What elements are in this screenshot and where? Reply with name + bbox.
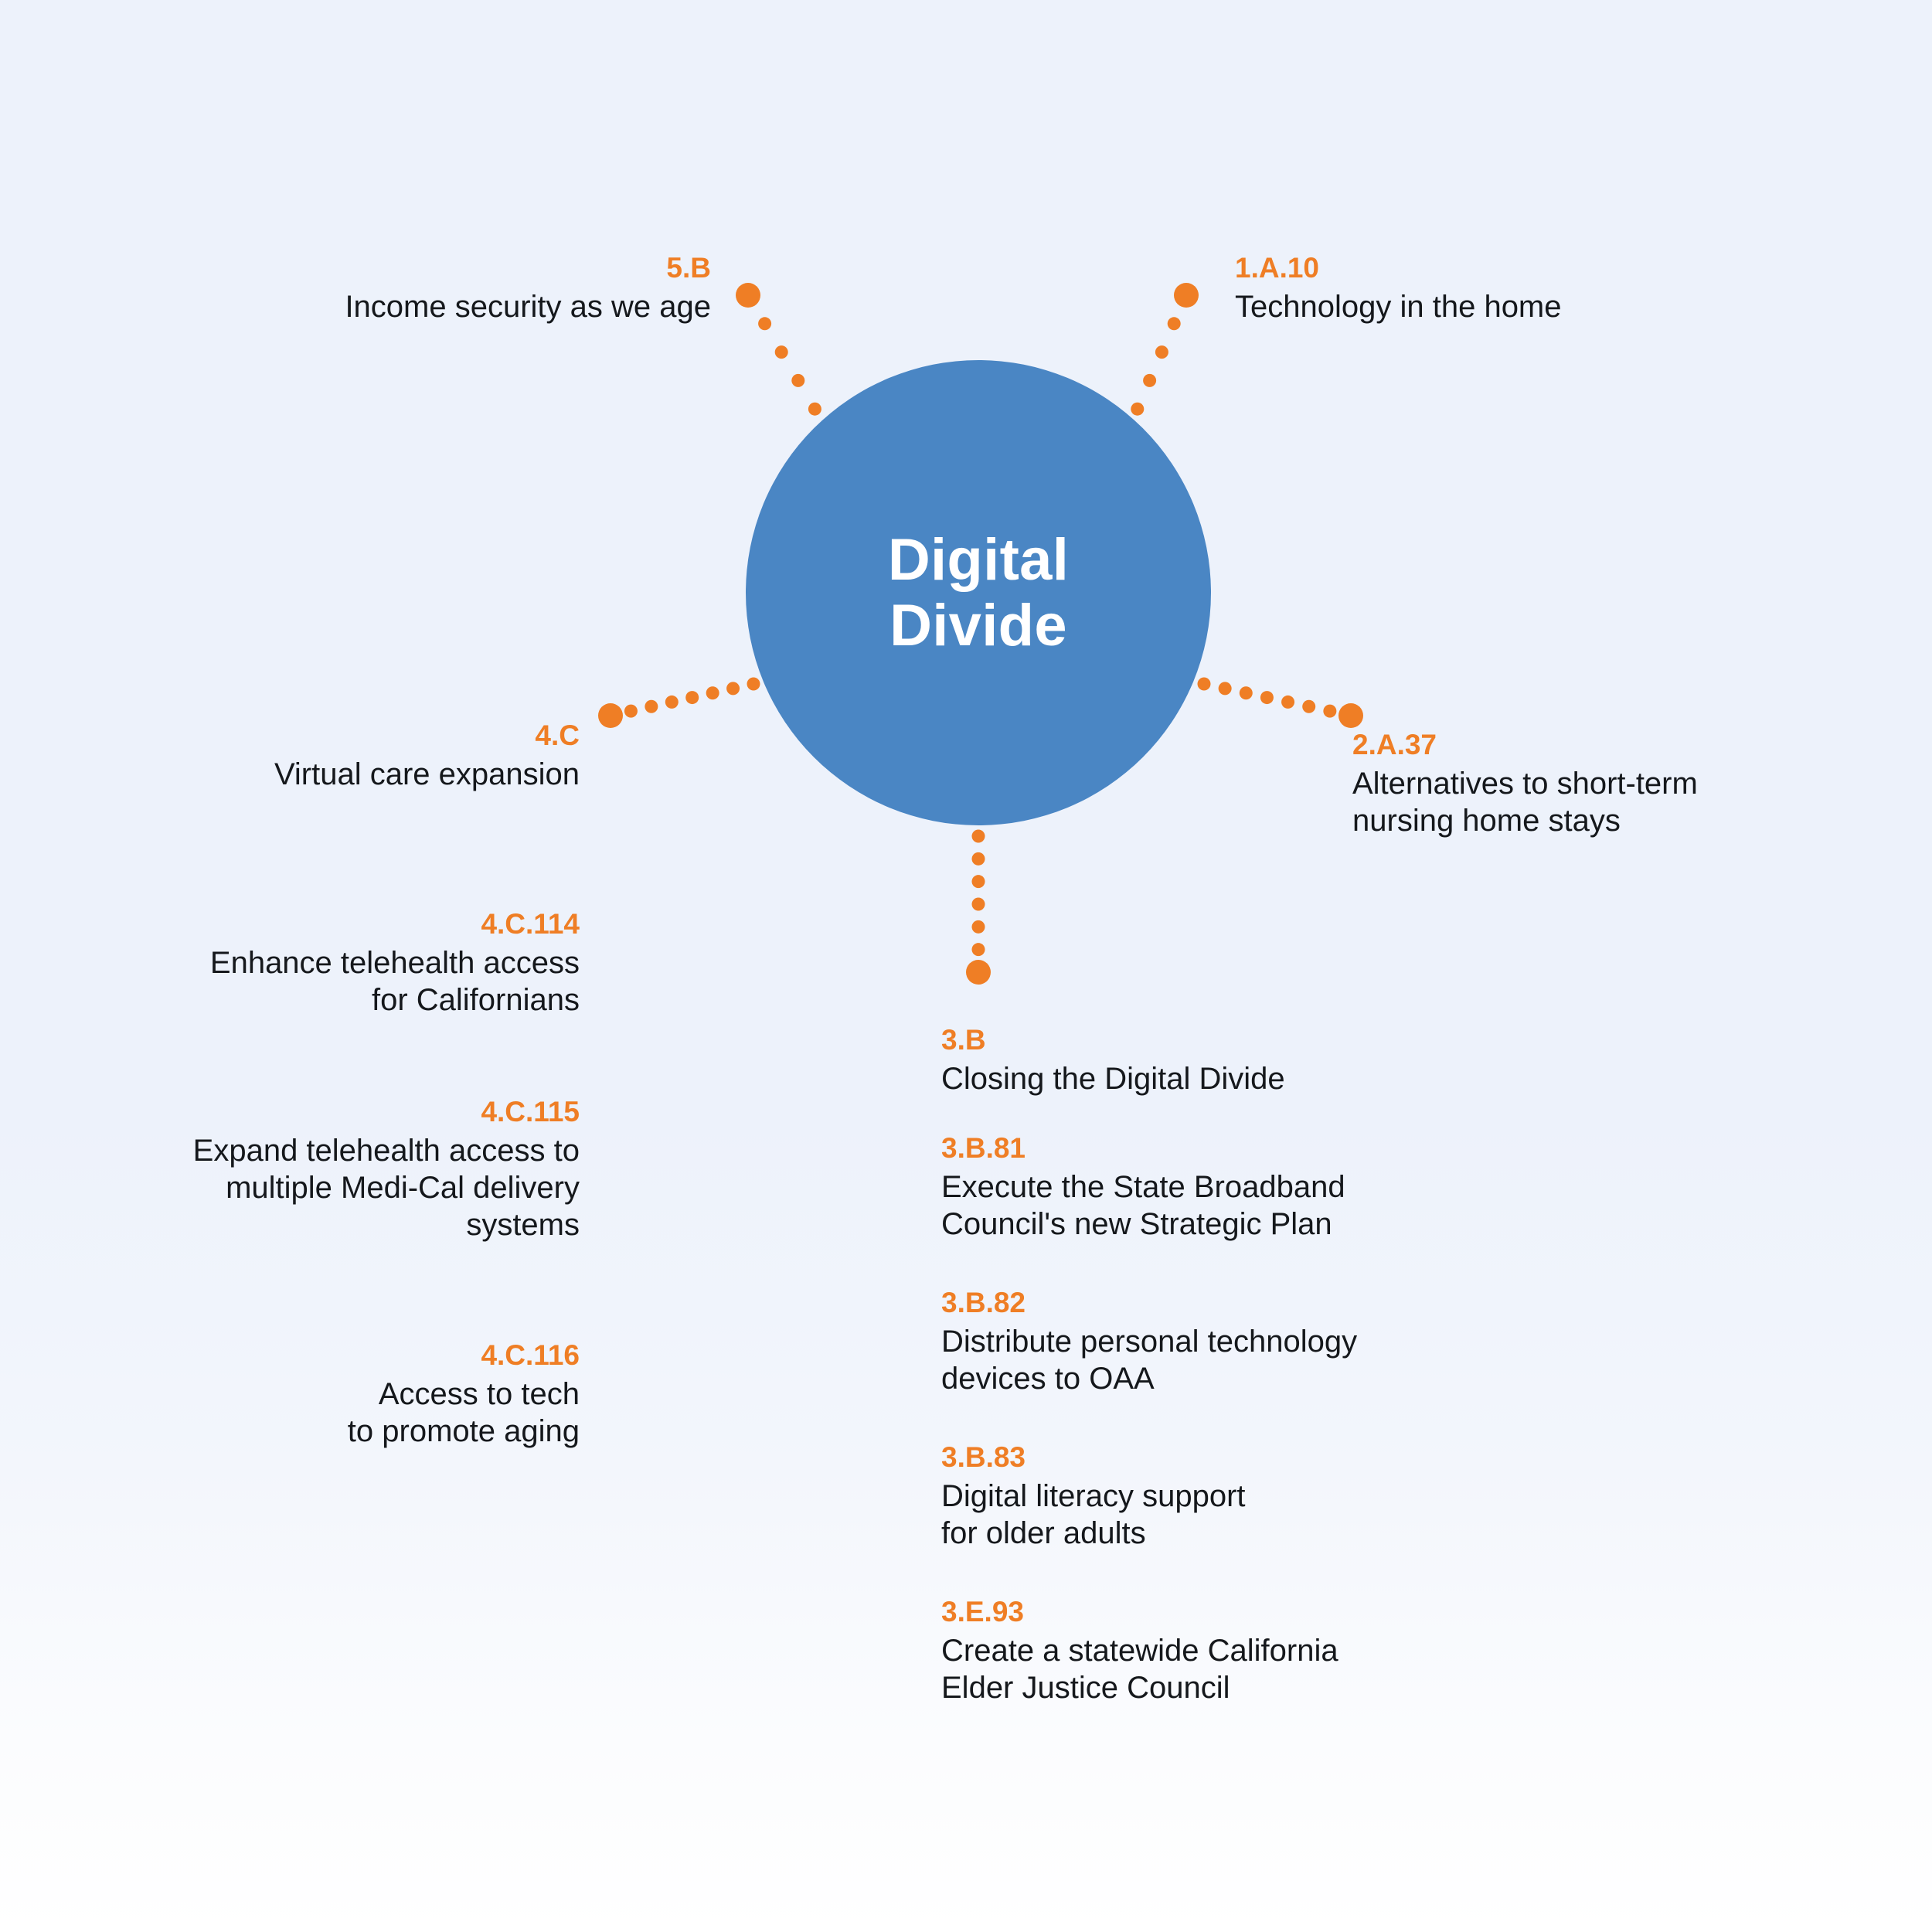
node-code: 3.B.82 <box>941 1287 1026 1318</box>
connector-dot <box>971 897 985 911</box>
connector-endpoint-dot <box>1174 283 1199 308</box>
connector-dot <box>1281 695 1295 709</box>
connector-dot <box>1218 682 1232 696</box>
connector-dot <box>1197 677 1211 691</box>
connector-dot <box>1323 704 1337 718</box>
connector-dot <box>971 965 985 979</box>
node-nursing-home-alternatives[interactable]: 2.A.37 Alternatives to short-term nursin… <box>1352 726 1855 839</box>
connector-dot <box>1302 699 1316 713</box>
connector-dot <box>1179 288 1193 302</box>
connector-dot <box>1155 345 1168 359</box>
connector-dot <box>1239 686 1253 700</box>
connector-dot <box>706 686 719 700</box>
node-code: 5.B <box>666 252 711 284</box>
node-description: Virtual care expansion <box>274 757 580 792</box>
connector-dot <box>971 920 985 934</box>
node-digital-literacy[interactable]: 3.B.83 Digital literacy support for olde… <box>941 1439 1513 1552</box>
node-virtual-care-expansion[interactable]: 4.C Virtual care expansion <box>108 717 580 793</box>
node-description: Technology in the home <box>1235 290 1562 325</box>
connector-dot <box>741 288 755 302</box>
connector-dot <box>685 691 699 705</box>
connector-endpoint-dot <box>966 960 991 985</box>
node-technology-home[interactable]: 1.A.10 Technology in the home <box>1235 250 1776 325</box>
connector-dot <box>808 402 821 416</box>
connector-dot <box>747 677 760 691</box>
connector-dot <box>1143 373 1157 387</box>
node-description: Enhance telehealth access for California… <box>209 946 580 1018</box>
node-description: Alternatives to short-term nursing home … <box>1352 767 1698 838</box>
node-expand-telehealth[interactable]: 4.C.115 Expand telehealth access to mult… <box>108 1094 580 1243</box>
connector-dot <box>1131 402 1145 416</box>
node-description: Execute the State Broadband Council's ne… <box>941 1170 1345 1242</box>
node-enhance-telehealth[interactable]: 4.C.114 Enhance telehealth access for Ca… <box>108 906 580 1019</box>
node-description: Create a statewide California Elder Just… <box>941 1634 1338 1706</box>
node-code: 4.C.114 <box>481 908 580 940</box>
node-description: Distribute personal technology devices t… <box>941 1325 1358 1396</box>
node-closing-digital-divide[interactable]: 3.B Closing the Digital Divide <box>941 1022 1513 1097</box>
node-access-to-tech[interactable]: 4.C.116 Access to tech to promote aging <box>108 1337 580 1450</box>
central-node-digital-divide: Digital Divide <box>746 360 1211 825</box>
node-distribute-devices[interactable]: 3.B.82 Distribute personal technology de… <box>941 1284 1513 1397</box>
node-code: 3.B <box>941 1024 986 1056</box>
connector-dot <box>971 875 985 889</box>
node-code: 1.A.10 <box>1235 252 1320 284</box>
node-code: 3.B.83 <box>941 1441 1026 1473</box>
node-elder-justice-council[interactable]: 3.E.93 Create a statewide California Eld… <box>941 1594 1513 1706</box>
node-code: 4.C.116 <box>481 1339 580 1371</box>
connector-dot <box>791 373 805 387</box>
node-description: Closing the Digital Divide <box>941 1062 1285 1097</box>
node-code: 3.B.81 <box>941 1132 1026 1164</box>
node-code: 3.E.93 <box>941 1596 1024 1628</box>
node-broadband-strategic-plan[interactable]: 3.B.81 Execute the State Broadband Counc… <box>941 1130 1513 1243</box>
connector-virtual-care <box>598 677 760 728</box>
connector-endpoint-dot <box>736 283 760 308</box>
connector-dot <box>971 852 985 866</box>
connector-endpoint-dot <box>598 703 623 728</box>
connector-dot <box>624 704 638 718</box>
connector-dot <box>774 345 788 359</box>
node-description: Access to tech to promote aging <box>347 1377 580 1449</box>
connector-dot <box>758 317 772 331</box>
connector-dot <box>1167 317 1181 331</box>
connector-dot <box>1344 709 1358 723</box>
node-income-security[interactable]: 5.B Income security as we age <box>263 250 711 325</box>
connector-dot <box>645 699 658 713</box>
central-node-label: Digital Divide <box>887 526 1070 658</box>
connector-dot <box>665 695 679 709</box>
connector-dot <box>971 829 985 843</box>
connector-closing-divide <box>966 829 991 985</box>
node-code: 2.A.37 <box>1352 729 1437 760</box>
node-description: Income security as we age <box>345 290 711 325</box>
node-description: Digital literacy support for older adult… <box>941 1479 1246 1551</box>
connector-nursing-home <box>1197 677 1363 728</box>
node-code: 4.C.115 <box>481 1096 580 1128</box>
node-code: 4.C <box>535 719 580 751</box>
connector-dot <box>604 709 617 723</box>
connector-dot <box>1260 691 1274 705</box>
node-description: Expand telehealth access to multiple Med… <box>192 1134 580 1243</box>
connector-endpoint-dot <box>1338 703 1363 728</box>
connector-dot <box>726 682 740 696</box>
connector-dot <box>971 943 985 957</box>
